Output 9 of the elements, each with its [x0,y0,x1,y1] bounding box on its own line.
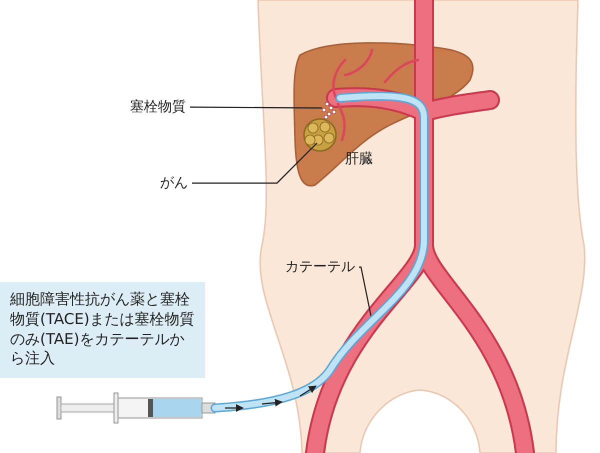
note-box: 細胞障害性抗がん薬と塞栓物質(TACE)または塞栓物質のみ(TAE)をカテーテルから注入 [0,282,205,378]
leader-line [192,142,318,184]
callout-label: 塞栓物質 [130,98,186,116]
leader-line [190,106,322,109]
catheter-drawing [210,92,428,412]
organ-label: 肝臓 [345,150,373,168]
leader-line [359,266,372,316]
callout-label: がん [160,174,188,192]
callout-label: カテーテル [285,258,355,276]
